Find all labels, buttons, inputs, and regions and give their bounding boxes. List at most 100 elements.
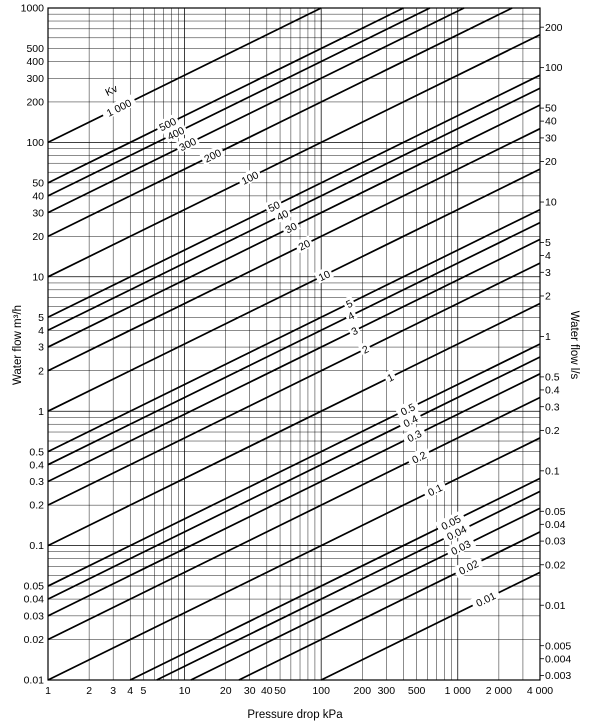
kv-label-group: 40 (272, 205, 293, 224)
y2-tick-label: 200 (545, 22, 563, 34)
y2-tick-label: 0.01 (545, 600, 566, 612)
kv-labels: 1 0005004003002001005040302010543210.50.… (100, 82, 501, 611)
y-tick-label: 0.1 (29, 540, 44, 552)
kv-line-300 (47, 7, 465, 214)
kv-label-group: 4 (343, 307, 358, 323)
kv-line-40 (47, 87, 541, 332)
y2-tick-label: 0.5 (545, 371, 560, 383)
kv-line-0.4 (47, 356, 541, 600)
kv-label-group: 0.4 (397, 409, 423, 431)
kv-label-background (401, 424, 427, 446)
kv-label-background (341, 295, 357, 311)
y-tick-label: 0.3 (29, 476, 44, 488)
y-tick-label: 3 (38, 342, 44, 354)
kv-label: 0.3 (405, 428, 424, 445)
kv-line-200 (47, 7, 513, 238)
kv-label-group: 30 (280, 218, 301, 237)
kv-label: 40 (275, 208, 291, 224)
x-tick-label: 3 (110, 685, 116, 697)
kv-label-group: 0.2 (405, 446, 432, 467)
y-tick-label: 0.4 (29, 459, 44, 471)
kv-lines (47, 7, 541, 681)
y2-tick-label: 0.3 (545, 401, 560, 413)
plot-frame (47, 7, 541, 681)
x-tick-label: 1 000 (445, 685, 471, 697)
kv-line-0.02 (238, 531, 541, 681)
kv-line-0.05 (129, 477, 541, 681)
y2-tick-label: 30 (545, 133, 557, 145)
kv-line-5 (47, 208, 541, 453)
kv-label-background (343, 307, 358, 323)
y-tick-label: 30 (32, 207, 44, 219)
x-tick-label: 30 (244, 685, 256, 697)
kv-label-group: 1 000 (100, 94, 137, 121)
x-tick-label: 50 (274, 685, 286, 697)
y2-tick-label: 0.2 (545, 425, 560, 437)
x-tick-label: 1 (45, 685, 51, 697)
y-tick-label: 1 (38, 406, 44, 418)
y-tick-label: 20 (32, 231, 44, 243)
x-tick-label: 40 (261, 685, 273, 697)
x-tick-label: 200 (354, 685, 372, 697)
kv-label-background (357, 341, 373, 357)
kv-label: 30 (283, 220, 299, 236)
kv-line-0.5 (47, 343, 541, 587)
kv-line-500 (47, 7, 404, 184)
kv-label: 4 (346, 310, 357, 323)
x-tick-label: 10 (179, 685, 191, 697)
y2-tick-label: 0.04 (545, 519, 566, 531)
y2-tick-label: 0.005 (545, 640, 571, 652)
kv-label: 20 (297, 238, 313, 254)
kv-line-0.01 (320, 571, 541, 681)
kv-label: 5 (344, 298, 355, 311)
kv-label-background (280, 218, 301, 237)
y-tick-label: 2 (38, 365, 44, 377)
kv-line-20 (47, 127, 541, 372)
kv-label-background (469, 586, 501, 611)
kv-label-background (174, 133, 201, 154)
kv-line-0.3 (47, 373, 541, 617)
y2-tick-label: 0.05 (545, 506, 566, 518)
x-tick-label: 100 (312, 685, 330, 697)
kv-header-group: Kv (103, 82, 120, 99)
y-tick-label: 0.02 (24, 634, 45, 646)
kv-label-group: 0.1 (421, 478, 448, 500)
y2-tick-label: 0.02 (545, 559, 566, 571)
kv-label-background (162, 122, 189, 144)
kv-line-3 (47, 238, 541, 483)
x-tick-label: 2 (86, 685, 92, 697)
y2-tick-label: 10 (545, 197, 557, 209)
kv-line-50 (47, 74, 541, 319)
kv-label-background (236, 166, 263, 188)
kv-label: 10 (317, 268, 333, 284)
kv-label-background (346, 322, 362, 338)
x-tick-label: 5 (141, 685, 147, 697)
kv-label-background (452, 554, 484, 579)
y2-tick-label: 3 (545, 267, 551, 279)
kv-label-background (382, 369, 398, 385)
kv-line-0.1 (47, 437, 541, 681)
kv-label-background (405, 446, 432, 467)
y-tick-label: 300 (26, 73, 44, 85)
kv-label-background (154, 113, 181, 134)
y-tick-labels: 0.010.020.030.040.050.10.20.30.40.512345… (21, 3, 45, 687)
y2-tick-label: 0.03 (545, 536, 566, 548)
x-tick-label: 300 (378, 685, 396, 697)
y2-tick-label: 4 (545, 250, 551, 262)
kv-label-background (444, 535, 477, 559)
y2-tick-label: 40 (545, 116, 557, 128)
kv-label-background (293, 235, 314, 254)
y2-axis-title: Water flow l/s (568, 311, 580, 380)
x-tick-label: 20 (220, 685, 232, 697)
y-tick-label: 4 (38, 325, 44, 337)
kv-label-background (100, 94, 137, 121)
y-tick-label: 0.01 (24, 675, 45, 687)
y-axis-title: Water flow m³/h (12, 305, 24, 385)
x-tick-label: 4 000 (527, 685, 553, 697)
x-tick-label: 4 (127, 685, 133, 697)
y-tick-label: 1000 (21, 3, 45, 15)
y2-tick-label: 1 (545, 331, 551, 343)
x-axis-title: Pressure drop kPa (247, 709, 343, 721)
